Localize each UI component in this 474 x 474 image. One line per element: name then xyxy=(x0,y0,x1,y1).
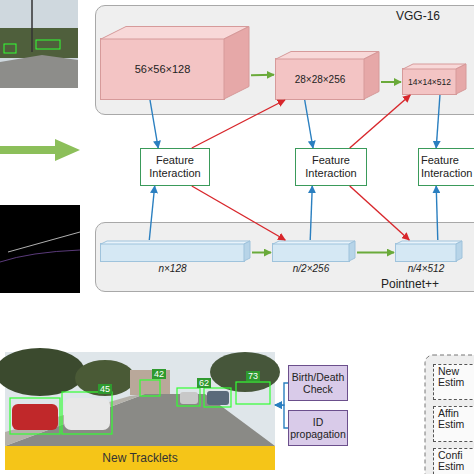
block-faces xyxy=(101,244,244,261)
node-label: Confi Estim xyxy=(438,450,474,472)
process-box: Birth/Death Check xyxy=(288,365,348,401)
detection-box xyxy=(177,388,200,406)
input-arrow xyxy=(0,139,80,161)
block-side-face xyxy=(456,241,462,261)
estimation-group xyxy=(425,355,474,474)
block-faces xyxy=(101,39,224,99)
block-side-face xyxy=(349,241,355,261)
track-id: 42 xyxy=(152,369,166,379)
node-label: New Estim xyxy=(438,366,474,388)
block-top-face xyxy=(276,52,379,60)
point-feature-block: n/4×512 xyxy=(395,243,457,262)
network-branch: Pointnet++ n×128 n/2×256 n/4×512 xyxy=(95,222,474,292)
node-label: Feature Interaction xyxy=(296,154,366,180)
block-faces xyxy=(396,244,456,261)
image-car xyxy=(207,391,229,405)
detection-box xyxy=(140,380,160,396)
node-label: n/4×512 xyxy=(396,263,456,274)
node-label: 14×14×512 xyxy=(408,77,451,87)
lidar-scan-line xyxy=(0,250,80,262)
estimator-box: Affin Estim xyxy=(433,406,474,442)
group-heading: VGG-16 xyxy=(396,9,440,23)
track-id: 73 xyxy=(246,371,260,381)
detection-box xyxy=(62,392,112,434)
image-road xyxy=(0,55,78,88)
detection-box xyxy=(236,382,270,404)
node-label: Feature Interaction xyxy=(419,154,474,180)
detection-box xyxy=(4,44,16,53)
output-image: New Tracklets xyxy=(5,352,275,470)
track-id: 45 xyxy=(98,384,112,394)
feature-map-block: 28×28×256 xyxy=(275,58,365,100)
network-branch: VGG-16 56×56×128 28×28×256 14×14×512 xyxy=(95,5,474,115)
node-label: 56×56×128 xyxy=(135,63,191,75)
node-label: Feature Interaction xyxy=(141,154,209,180)
lidar-image xyxy=(0,205,80,293)
block-side-face xyxy=(244,241,250,261)
block-faces xyxy=(403,69,456,94)
fusion-box: Feature Interaction xyxy=(418,148,474,186)
fusion-input-arrow xyxy=(275,383,288,405)
image-trees xyxy=(0,348,85,396)
node-label: Birth/Death Check xyxy=(289,371,347,395)
block-side-face xyxy=(224,27,249,100)
estimator-box: Confi Estim xyxy=(433,448,474,474)
feature-map-block: 14×14×512 xyxy=(402,68,457,95)
point-feature-block: n/2×256 xyxy=(272,243,350,262)
fusion-box: Feature Interaction xyxy=(140,148,210,186)
image-house xyxy=(130,370,170,395)
node-label: 28×28×256 xyxy=(295,74,346,85)
image-trees xyxy=(75,360,135,396)
image-pole xyxy=(31,0,33,52)
image-road xyxy=(5,394,275,446)
fusion-box: Feature Interaction xyxy=(295,148,367,186)
image-trees xyxy=(0,28,78,58)
detection-box xyxy=(204,388,231,407)
detection-box xyxy=(36,40,60,49)
node-label: Affin Estim xyxy=(438,408,474,430)
node-label: New Tracklets xyxy=(5,446,275,470)
block-top-face xyxy=(273,241,355,244)
group-heading: Pointnet++ xyxy=(381,277,439,291)
lidar-scan-line xyxy=(8,232,80,252)
feature-map-block: 56×56×128 xyxy=(100,38,225,100)
estimator-box: New Estim xyxy=(433,364,474,400)
camera-image xyxy=(0,0,78,88)
image-car xyxy=(180,392,198,404)
block-side-face xyxy=(364,52,379,100)
track-id: 62 xyxy=(197,378,211,388)
block-top-face xyxy=(101,241,250,244)
image-car xyxy=(12,404,58,430)
block-faces xyxy=(273,244,349,261)
image-car xyxy=(64,398,110,430)
node-label: ID propagation xyxy=(289,416,347,440)
fusion-input-arrow xyxy=(275,405,288,428)
image-sidewalk xyxy=(5,394,145,446)
block-side-face xyxy=(456,64,466,94)
point-feature-block: n×128 xyxy=(100,243,245,262)
node-label: n/2×256 xyxy=(273,263,349,274)
block-faces xyxy=(276,59,364,99)
detection-box xyxy=(10,398,60,434)
block-top-face xyxy=(396,241,462,244)
process-box: ID propagation xyxy=(288,410,348,446)
node-label: n×128 xyxy=(101,263,244,274)
